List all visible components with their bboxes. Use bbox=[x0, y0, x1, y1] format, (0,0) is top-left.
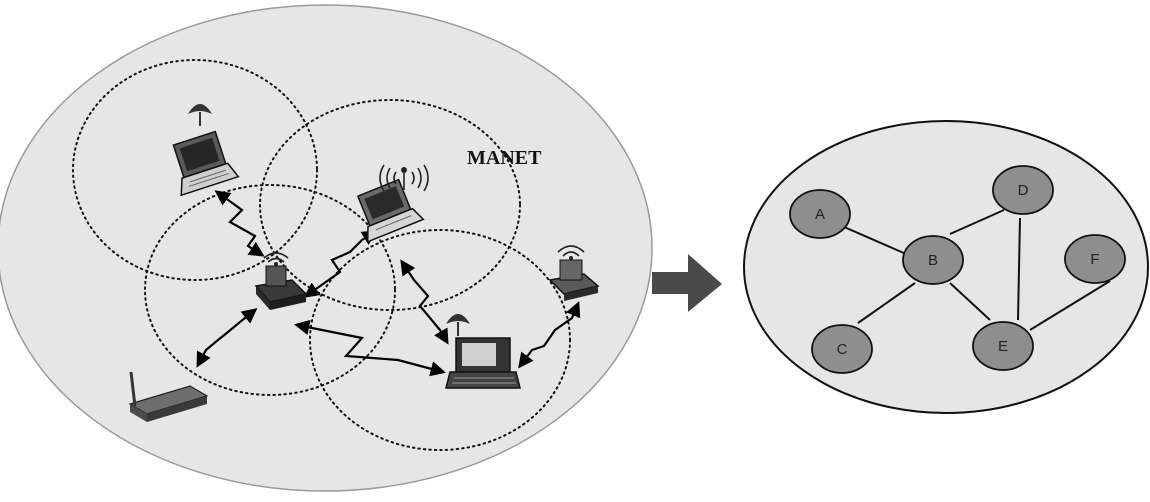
graph-edge-b-e bbox=[949, 282, 991, 321]
link-laptop2-router bbox=[303, 230, 378, 298]
graph-node-f: F bbox=[1064, 234, 1126, 284]
antenna-icon bbox=[446, 314, 470, 336]
laptop-icon bbox=[172, 130, 240, 197]
graph-node-circle bbox=[811, 324, 873, 374]
graph-node-a: A bbox=[789, 189, 851, 239]
wireless-links bbox=[196, 190, 581, 377]
graph-edge-d-e bbox=[1017, 217, 1021, 321]
manet-label: MANET bbox=[467, 147, 542, 169]
graph-nodes: A B C D E F bbox=[789, 165, 1126, 374]
graph-node-label: A bbox=[815, 206, 825, 223]
graph-node-circle bbox=[1064, 234, 1126, 284]
wifi-waves-icon bbox=[379, 164, 429, 192]
graph-node-label: F bbox=[1090, 251, 1099, 268]
link-pda-router2 bbox=[518, 301, 581, 369]
graph-node-d: D bbox=[992, 165, 1054, 215]
wireless-router-icon bbox=[254, 252, 308, 310]
graph-node-label: D bbox=[1018, 182, 1029, 199]
graph-edge-b-d bbox=[949, 209, 1005, 235]
manet-region bbox=[0, 4, 653, 492]
graph-node-circle bbox=[902, 235, 964, 285]
graph-node-label: B bbox=[928, 252, 938, 269]
link-laptop1-router bbox=[214, 190, 265, 257]
graph-edges bbox=[834, 209, 1111, 331]
graph-node-circle bbox=[789, 189, 851, 239]
antenna-icon bbox=[188, 104, 212, 126]
pda-icon bbox=[445, 337, 521, 389]
link-router-pda bbox=[293, 319, 446, 377]
transform-arrow bbox=[652, 254, 722, 312]
graph-edge-b-c bbox=[857, 282, 916, 324]
graph-edge-e-f bbox=[1029, 280, 1111, 331]
access-point-icon bbox=[128, 371, 209, 422]
link-router-ap bbox=[196, 308, 258, 368]
graph-node-c: C bbox=[811, 324, 873, 374]
wireless-router-icon bbox=[548, 245, 600, 301]
range-circle-top-left bbox=[72, 59, 318, 281]
graph-node-circle bbox=[992, 165, 1054, 215]
graph-edge-a-b bbox=[834, 222, 907, 255]
graph-node-b: B bbox=[902, 235, 964, 285]
graph-node-label: E bbox=[998, 338, 1008, 355]
graph-node-e: E bbox=[972, 321, 1034, 371]
graph-node-label: C bbox=[837, 341, 848, 358]
laptop-icon bbox=[356, 178, 425, 243]
graph-node-circle bbox=[972, 321, 1034, 371]
range-circle-bottom-left bbox=[144, 184, 396, 396]
